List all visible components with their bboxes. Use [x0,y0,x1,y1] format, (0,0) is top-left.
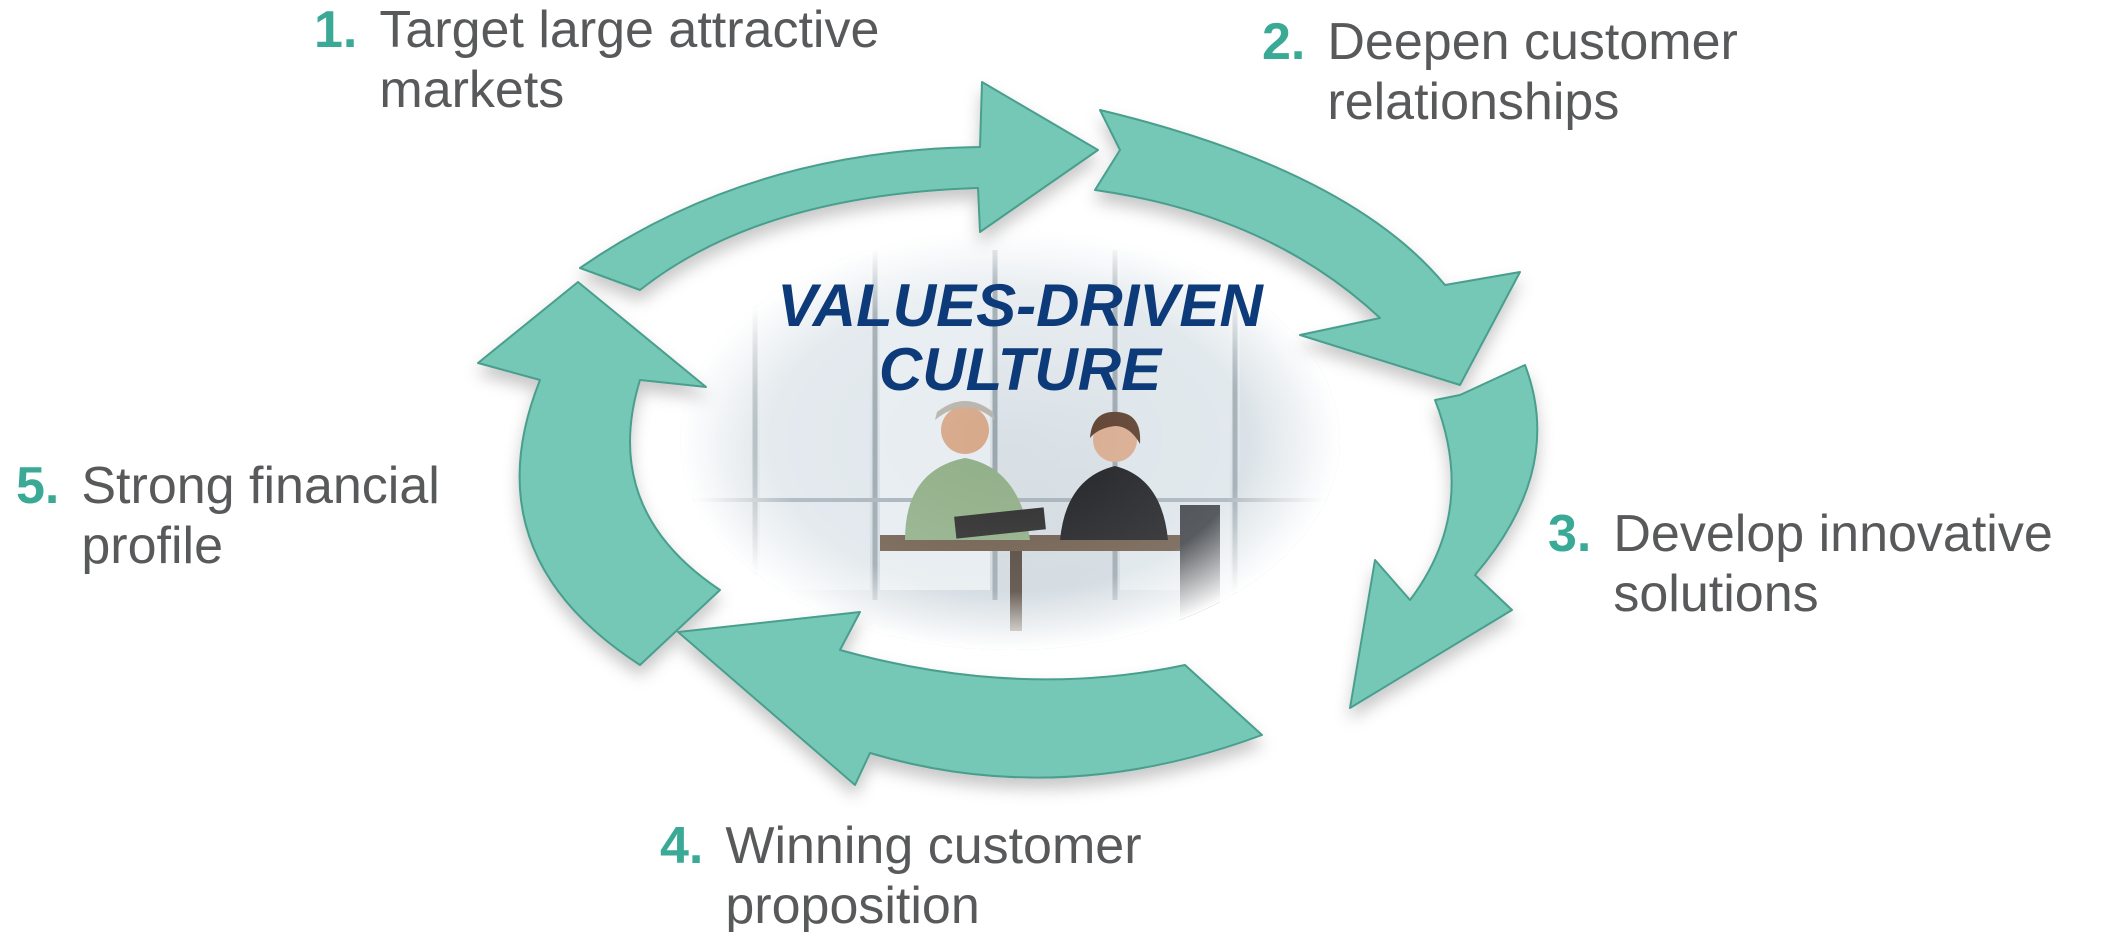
photo-fade [680,230,1340,650]
step-3-label: Develop innovative solutions [1613,505,2053,623]
step-3: 3. Develop innovative solutions [1548,504,2116,624]
step-4-label: Winning customer proposition [725,817,1142,932]
step-4: 4. Winning customer proposition [660,816,1285,932]
arrow-2 [1094,109,1521,386]
center-title-line-2: CULTURE [878,336,1162,403]
arrow-3 [1349,364,1539,709]
step-5-number: 5. [16,457,60,515]
step-5-label: Strong financial profile [81,457,440,575]
step-1: 1. Target large attractive markets [314,0,999,120]
step-5: 5. Strong financial profile [16,456,501,576]
step-2-label: Deepen customer relationships [1327,13,1738,131]
arrow-4 [677,611,1263,786]
step-2-number: 2. [1262,13,1306,71]
arrow-1 [579,81,1099,291]
arrow-5 [477,281,721,666]
step-1-number: 1. [314,1,358,59]
step-4-number: 4. [660,817,704,875]
step-3-number: 3. [1548,505,1592,563]
step-1-label: Target large attractive markets [379,1,880,119]
step-2: 2. Deepen customer relationships [1262,12,1887,132]
cycle-arrows [477,81,1539,786]
center-title-line-1: VALUES-DRIVEN [777,272,1263,339]
